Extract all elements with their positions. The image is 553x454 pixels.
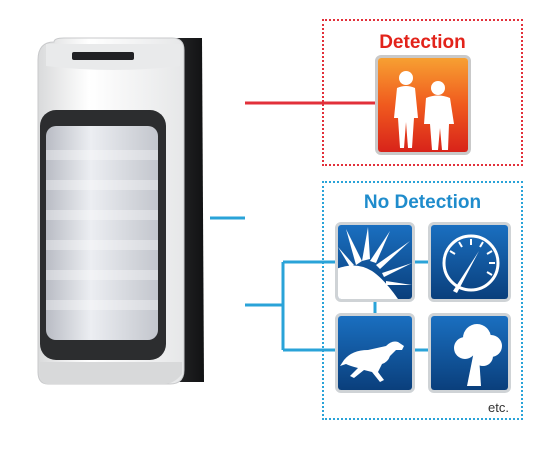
people-icon (375, 55, 471, 155)
detection-box: Detection (322, 19, 523, 166)
wind-gauge-icon (428, 222, 511, 302)
motion-sensor-image (37, 37, 204, 385)
etc-label: etc. (488, 400, 509, 415)
sun-icon (335, 222, 415, 302)
detection-title: Detection (379, 32, 466, 53)
tree-icon (428, 313, 511, 393)
no-detection-title: No Detection (363, 192, 482, 213)
dog-icon (335, 313, 415, 393)
no-detection-box: No Detection etc. (322, 181, 523, 420)
